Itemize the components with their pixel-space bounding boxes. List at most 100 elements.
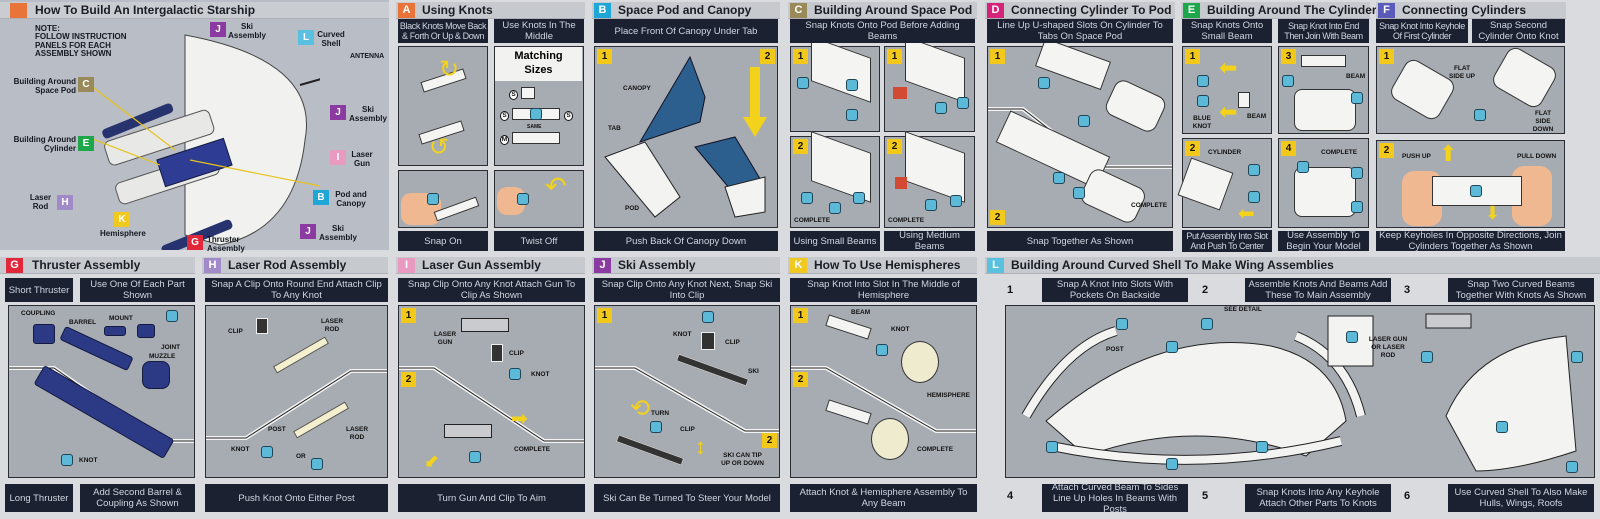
caption-bottom: Attach Curved Beam To Sides Line Up Hole… <box>1042 482 1188 515</box>
callout-label-laser-gun: Laser Gun <box>351 150 373 168</box>
muzzle-part <box>142 361 170 389</box>
callout-badge-h: H <box>57 195 73 210</box>
knot-icon <box>797 77 809 89</box>
connect-step-2-panel: 2 ⬆ ⬇ PUSH UP PULL DOWN <box>1376 140 1565 228</box>
pod-illustration <box>905 131 965 203</box>
section-badge: A <box>398 3 415 18</box>
knot-icon <box>1351 201 1363 213</box>
clip-part <box>256 318 268 334</box>
overview-badge <box>10 3 27 18</box>
caption: Snap A Clip Onto Round End Attach Clip T… <box>205 278 388 302</box>
caption-bottom: Twist Off <box>494 231 584 251</box>
zigzag-divider <box>791 366 976 433</box>
knot-icon <box>1038 77 1050 89</box>
beam-illustration <box>1301 55 1346 67</box>
arrow-left-icon: ⬋ <box>424 451 440 471</box>
section-title: Thruster Assembly <box>32 258 141 272</box>
laser-rod-panel: CLIP LASER ROD POST LASER ROD KNOT OR <box>205 305 388 478</box>
coupling-label: COUPLING <box>21 310 56 317</box>
caption: Snap A Knot Into Slots With Pockets On B… <box>1042 278 1188 302</box>
twist-arrow-icon: ↶ <box>545 171 567 201</box>
knot-label: KNOT <box>79 457 98 464</box>
flat-side-up-label: FLAT SIDE UP <box>1448 65 1475 80</box>
caption: Snap Clip Onto Any Knot Next, Snap Ski I… <box>594 278 780 302</box>
or-label: OR <box>296 453 306 460</box>
knot-icon <box>650 421 662 433</box>
hemisphere-part <box>901 341 939 383</box>
caption: Black Knots Move Back & Forth Or Up & Do… <box>398 19 488 43</box>
callout-label-cylinder: Building Around Cylinder <box>13 135 76 153</box>
twist-off-panel: ↶ <box>494 170 584 228</box>
beam-label: BEAM <box>851 309 871 316</box>
section-badge: L <box>987 258 1004 273</box>
step-number: 2 <box>887 139 902 154</box>
caption: Snap Knots Onto Pod Before Adding Beams <box>790 19 975 43</box>
knot-icon <box>846 79 858 91</box>
section-badge: F <box>1378 3 1395 18</box>
caption-bottom: Push Knot Onto Either Post <box>205 484 388 512</box>
caption-bottom: Add Second Barrel & Coupling As Shown <box>80 484 195 512</box>
caption: Snap Two Curved Beams Together With Knot… <box>1448 278 1594 302</box>
section-title: Building Around Curved Shell To Make Win… <box>1011 258 1334 272</box>
knot-icon <box>530 108 542 120</box>
caption: Snap Knot Into Slot In The Middle of Hem… <box>790 278 977 302</box>
knot-icon <box>427 193 439 205</box>
connect-step-1-panel: 1 FLAT SIDE UP FLAT SIDE DOWN <box>1376 44 1565 134</box>
caption-bottom: Attach Knot & Hemisphere Assembly To Any… <box>790 484 977 512</box>
pod-canopy-illustration <box>604 55 767 218</box>
arrow-down-icon: ⬇ <box>1485 203 1501 223</box>
step-number: 1 <box>1185 49 1200 64</box>
clip-part <box>491 344 503 362</box>
knot-label: KNOT <box>231 446 250 453</box>
caption-bottom: Put Assembly Into Slot And Push To Cente… <box>1182 230 1272 252</box>
arrow-up-icon: ⬆ <box>1439 141 1458 166</box>
section-title: Ski Assembly <box>618 258 696 272</box>
callout-badge-j: J <box>210 22 226 37</box>
section-f-header: F Connecting Cylinders <box>1376 2 1566 19</box>
section-badge: K <box>790 258 807 273</box>
cylinder-illustration <box>1177 157 1234 211</box>
step-number: 2 <box>1201 284 1209 296</box>
caption: Place Front Of Canopy Under Tab <box>594 19 778 43</box>
caption-bottom: Use Assembly To Begin Your Model <box>1278 230 1369 252</box>
curved-shell-panel: SEE DETAIL POST LASER GUN OR LASER ROD <box>1005 305 1595 478</box>
knot-icon <box>876 344 888 356</box>
mount-label: MOUNT <box>109 315 133 322</box>
beam-label: BEAM <box>1247 113 1267 120</box>
step-number: 1 <box>887 49 902 64</box>
section-k-header: K How To Use Hemispheres <box>788 257 977 274</box>
callout-badge-b: B <box>313 190 329 205</box>
size-label-s: S <box>509 90 518 100</box>
step-number: 3 <box>1281 49 1296 64</box>
step-number: 1 <box>793 49 808 64</box>
coupling-part <box>33 324 55 344</box>
laser-rod-label: LASER ROD <box>346 426 369 441</box>
section-badge: I <box>398 258 415 273</box>
section-title: Laser Gun Assembly <box>422 258 541 272</box>
callout-badge-e: E <box>78 136 94 151</box>
knot-movement-panel: ↻ ↺ <box>398 46 488 166</box>
canopy-label: CANOPY <box>623 85 651 92</box>
pod-illustration <box>905 36 965 103</box>
knot-icon <box>1116 318 1128 330</box>
cylinder-label: CYLINDER <box>1208 149 1242 156</box>
knot-icon <box>1166 458 1178 470</box>
caption: Snap Knots Onto Small Beam <box>1182 19 1272 43</box>
laser-gun-part <box>444 424 492 438</box>
section-title: How To Use Hemispheres <box>814 258 961 272</box>
clip-label: CLIP <box>228 328 243 335</box>
caption-bottom: Use Curved Shell To Also Make Hulls, Win… <box>1448 484 1594 512</box>
complete-label: COMPLETE <box>1131 202 1168 209</box>
knot-icon <box>1046 441 1058 453</box>
step-number: 1 <box>1379 49 1394 64</box>
joint-part <box>137 324 155 338</box>
section-title: Space Pod and Canopy <box>618 3 752 17</box>
step-number: 4 <box>1006 490 1014 502</box>
joint-label: JOINT <box>161 344 181 351</box>
cylinder-pod-panel: 1 2 COMPLETE <box>987 37 1173 228</box>
arrow-left-icon: ⬅ <box>1219 55 1238 80</box>
turn-arrow-icon: ⟲ <box>630 395 651 422</box>
knot-icon <box>261 446 273 458</box>
knot-icon <box>1201 318 1213 330</box>
caption: Line Up U-shaped Slots On Cylinder To Ta… <box>987 19 1173 43</box>
